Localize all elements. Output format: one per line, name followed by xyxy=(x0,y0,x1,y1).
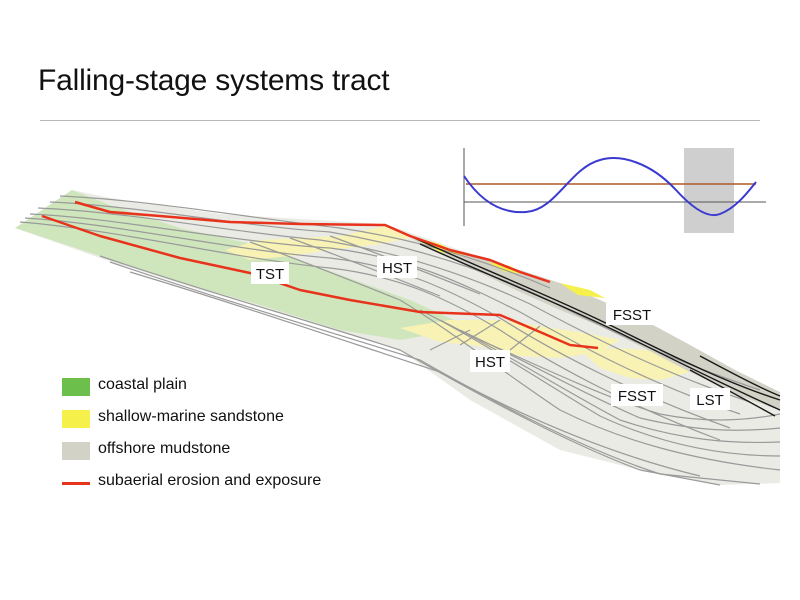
subaerial-erosion-surfaces xyxy=(41,200,599,350)
title-divider xyxy=(40,120,760,121)
erosion-line-swatch xyxy=(62,482,90,485)
highlight-window xyxy=(684,148,734,233)
page-title: Falling-stage systems tract xyxy=(38,64,390,97)
legend-label: offshore mudstone xyxy=(98,440,231,457)
svg-text:FSST: FSST xyxy=(613,307,651,324)
legend-label: subaerial erosion and exposure xyxy=(98,472,322,489)
sand-lens-3 xyxy=(560,283,605,298)
lower-sandstone-band xyxy=(400,320,620,358)
sea-level-inset xyxy=(463,148,766,233)
coastal-plain-swatch xyxy=(62,378,90,396)
svg-text:HST: HST xyxy=(475,354,505,371)
svg-text:FSST: FSST xyxy=(618,388,656,405)
coastal-plain-wedge xyxy=(15,190,470,340)
sequence-boundaries xyxy=(409,235,781,417)
label-lst: LST xyxy=(690,388,730,410)
label-fsst-lower: FSST xyxy=(611,384,663,406)
offshore-mudstone-swatch xyxy=(62,442,90,460)
shallow-marine-sandstone-swatch xyxy=(62,410,90,428)
legend-label: shallow-marine sandstone xyxy=(98,408,284,425)
sea-level-curve xyxy=(463,157,757,217)
label-fsst-upper: FSST xyxy=(606,303,658,325)
label-tst: TST xyxy=(251,262,289,284)
svg-text:LST: LST xyxy=(696,392,724,409)
svg-text:HST: HST xyxy=(382,260,412,277)
svg-text:TST: TST xyxy=(256,266,284,283)
legend-label: coastal plain xyxy=(98,376,187,393)
label-hst-upper: HST xyxy=(377,256,417,278)
label-hst-lower: HST xyxy=(470,350,510,372)
